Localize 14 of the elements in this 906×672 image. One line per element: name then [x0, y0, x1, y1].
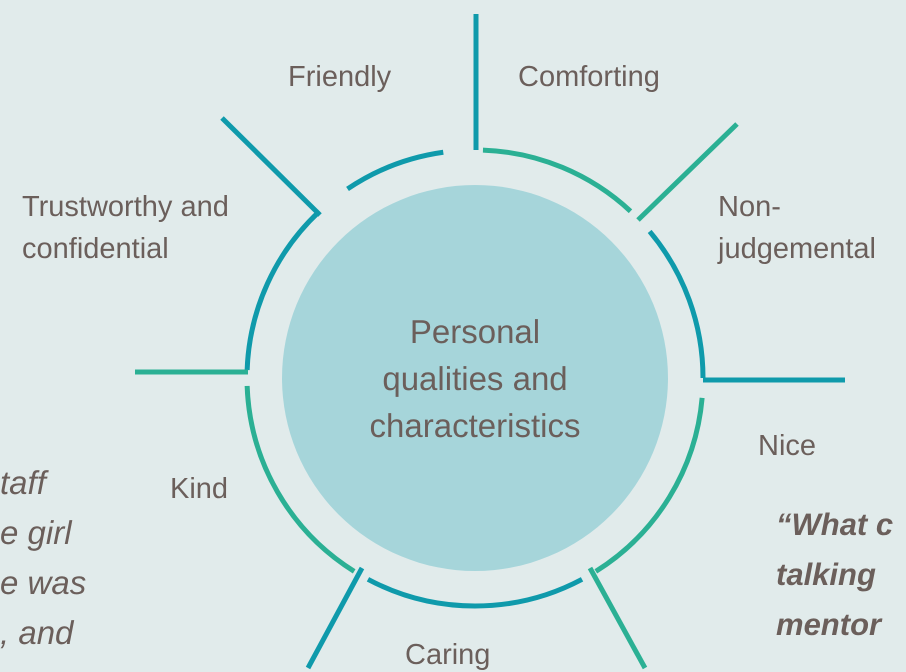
quality-label: Friendly	[288, 60, 392, 95]
quality-label: Kind	[170, 472, 228, 507]
quote-text: talking	[776, 556, 876, 594]
quote-text: , and	[0, 613, 74, 653]
quality-label: Nice	[758, 429, 816, 464]
quote-text: e was	[0, 563, 86, 603]
quote-text: e girl	[0, 513, 72, 553]
quality-label: Caring	[405, 638, 490, 672]
quote-text: “What c	[776, 506, 894, 544]
quote-text: mentor	[776, 606, 882, 644]
quality-label: Comforting	[518, 60, 660, 95]
quality-label: Trustworthy and confidential	[22, 190, 230, 267]
quality-label: Non-judgemental	[718, 190, 877, 267]
center-title: Personal qualities and characteristics	[368, 312, 582, 446]
